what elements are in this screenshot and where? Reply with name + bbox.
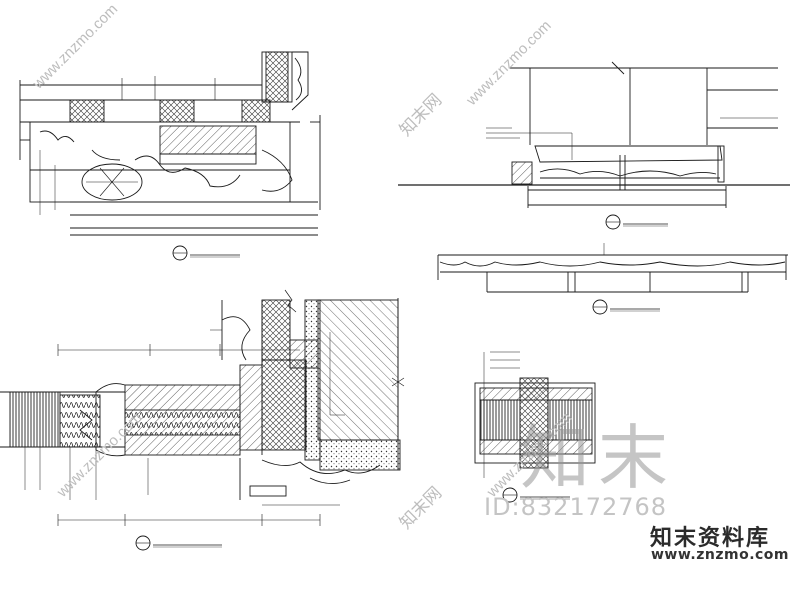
detail-2-drawing — [398, 61, 790, 208]
detail-5-title — [502, 487, 570, 503]
detail-4-drawing — [0, 289, 405, 526]
watermark-diagonal-5: 知末网 — [396, 483, 445, 532]
detail-4-title — [135, 535, 222, 551]
detail-2-title — [605, 214, 668, 230]
watermark-diagonal-3: www.znzmo.com — [462, 17, 554, 109]
brand-name: 知末资料库 — [650, 526, 771, 551]
detail-3-title — [592, 299, 660, 315]
watermark-diagonal-2: 知末网 — [396, 90, 445, 139]
detail-3-drawing — [437, 243, 788, 293]
watermark-id: ID:832172768 — [484, 493, 668, 521]
watermark-diagonal-1: www.znzmo.com — [29, 1, 121, 93]
detail-1-title — [172, 245, 240, 261]
detail-1-drawing — [19, 51, 321, 236]
watermark-logo: 知末 — [520, 417, 676, 499]
detail-5-drawing — [474, 351, 596, 478]
brand-url: www.znzmo.com — [651, 547, 790, 563]
